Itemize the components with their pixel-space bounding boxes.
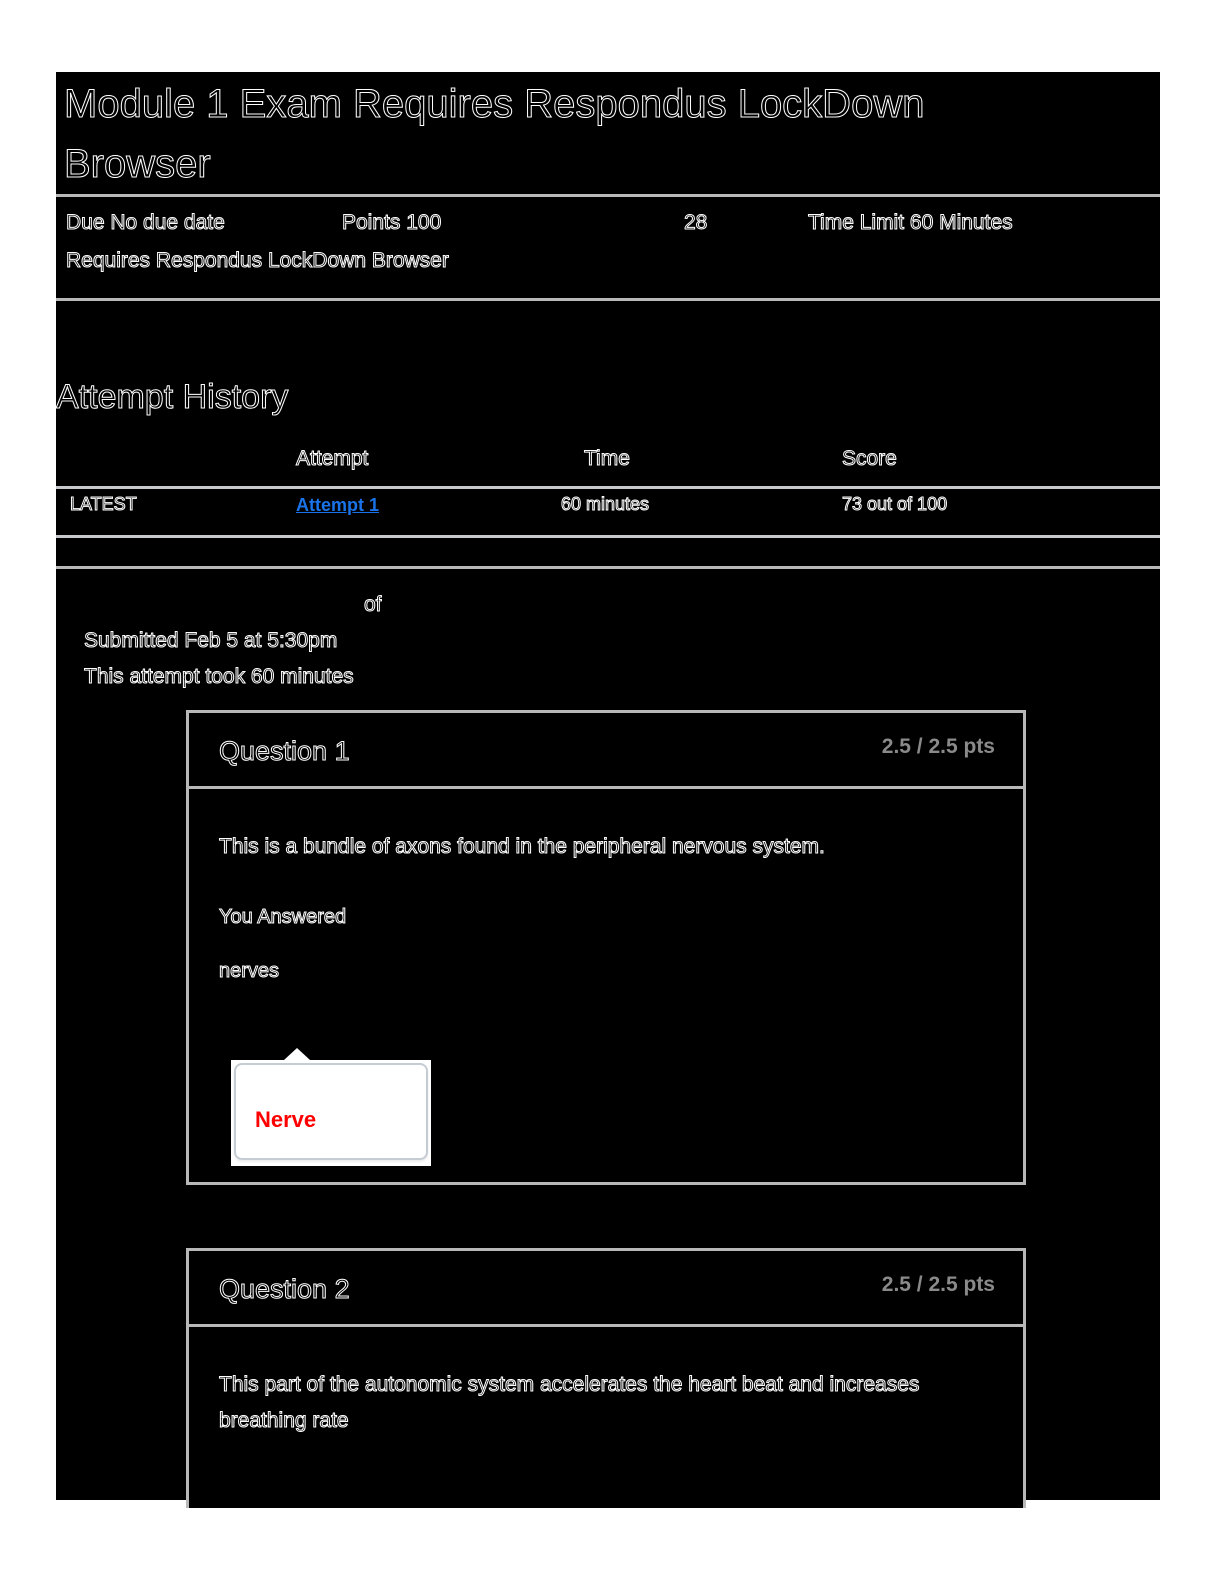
due-label: Due: [66, 211, 106, 235]
page-title-line-1: Module 1 Exam Requires Respondus LockDow…: [64, 82, 925, 127]
question-points: 2.5 / 2.5 pts: [881, 1273, 995, 1296]
time-limit-label: Time Limit: [807, 211, 905, 235]
questions-detail: 28: [683, 210, 708, 236]
column-header-time: Time: [584, 447, 631, 471]
table-row-divider: [56, 535, 1160, 538]
points-label: Points: [341, 211, 401, 235]
correct-answer-popup: Nerve: [231, 1060, 431, 1166]
popup-arrow: [284, 1048, 310, 1060]
table-header-divider: [56, 486, 1160, 489]
popup-correct-answer: Nerve: [255, 1107, 317, 1132]
column-header-score: Score: [842, 447, 898, 471]
questions-value: 28: [683, 211, 708, 235]
question-title: Question 1: [219, 736, 351, 767]
points-value: 100: [406, 211, 442, 235]
quiz-page-panel: Module 1 Exam Requires Respondus LockDow…: [55, 72, 1160, 1508]
column-header-attempt: Attempt: [295, 447, 369, 471]
question-header: Question 1 2.5 / 2.5 pts: [189, 713, 1023, 789]
question-header: Question 2 2.5 / 2.5 pts: [189, 1251, 1023, 1327]
time-limit-value: 60 Minutes: [909, 211, 1013, 235]
divider: [56, 194, 1160, 197]
due-value: No due date: [110, 211, 225, 235]
divider: [56, 298, 1160, 301]
due-detail: Due No due date: [66, 210, 226, 236]
score-summary-fragment: of: [364, 593, 382, 617]
submitted-timestamp: Submitted Feb 5 at 5:30pm: [83, 629, 338, 653]
attempt-duration: This attempt took 60 minutes: [84, 665, 355, 689]
attempt-time: 60 minutes: [560, 494, 650, 515]
popup-frame: [234, 1063, 428, 1160]
page-title-line-2: Browser: [64, 142, 212, 187]
answer-value: nerves: [218, 960, 280, 983]
question-title: Question 2: [219, 1274, 351, 1305]
answer-label: You Answered: [218, 906, 347, 929]
question-text: This part of the autonomic system accele…: [219, 1373, 920, 1433]
lockdown-requirement: Requires Respondus LockDown Browser: [66, 249, 450, 273]
attempt-score: 73 out of 100: [841, 494, 948, 515]
attempt-history-heading: Attempt History: [55, 378, 289, 417]
question-points: 2.5 / 2.5 pts: [881, 735, 995, 758]
points-detail: Points 100: [341, 210, 442, 236]
question-card-1: Question 1 2.5 / 2.5 pts This is a bundl…: [186, 710, 1026, 1185]
question-text: This is a bundle of axons found in the p…: [219, 835, 826, 859]
divider: [56, 566, 1160, 569]
question-card-2: Question 2 2.5 / 2.5 pts This part of th…: [186, 1248, 1026, 1508]
time-limit-detail: Time Limit 60 Minutes: [807, 210, 1013, 236]
latest-badge: LATEST: [70, 494, 138, 515]
attempt-1-link[interactable]: Attempt 1: [296, 495, 380, 515]
page-title: Module 1 Exam Requires Respondus LockDow…: [64, 74, 1104, 194]
